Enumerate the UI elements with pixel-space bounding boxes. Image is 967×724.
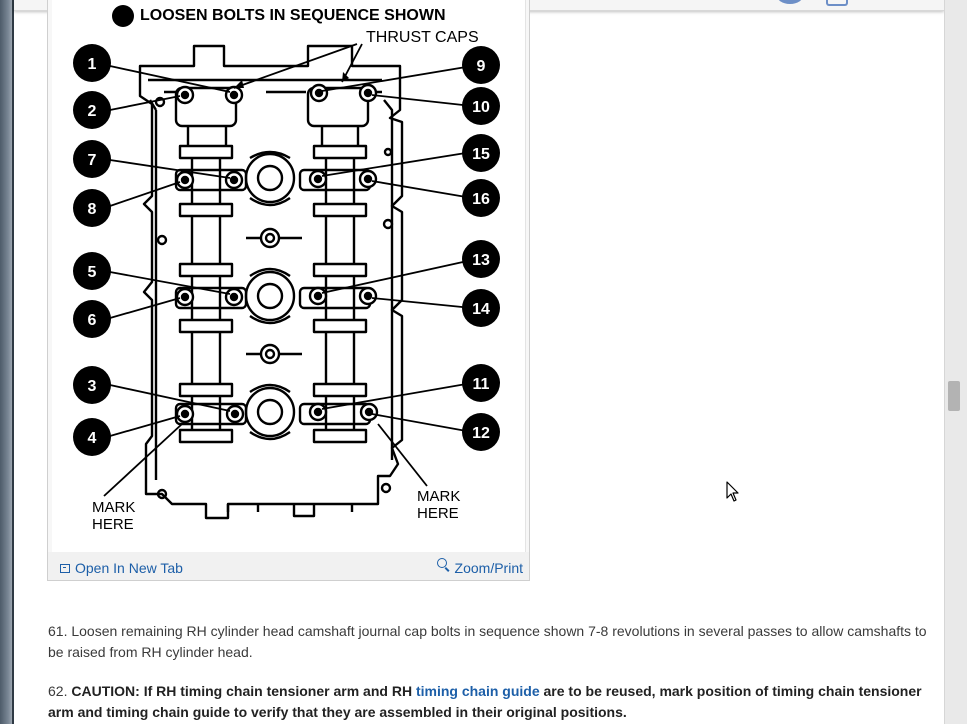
zoom-icon [436, 557, 450, 571]
callout-circle-3 [73, 366, 111, 404]
background-window-strip [0, 0, 14, 724]
mark-here-right-line2: HERE [417, 505, 459, 522]
callout-circle-12 [462, 413, 500, 451]
diagram-title: LOOSEN BOLTS IN SEQUENCE SHOWN [140, 7, 446, 24]
step-61: 61. Loosen remaining RH cylinder head ca… [48, 621, 928, 662]
callout-circle-4 [73, 418, 111, 456]
scrollbar-track[interactable] [944, 0, 967, 724]
callout-number-1: 1 [88, 56, 97, 73]
figure-toolbar: Open In New Tab Zoom/Print [48, 552, 529, 580]
callout-number-8: 8 [88, 201, 97, 218]
scrollbar-thumb[interactable] [948, 381, 960, 411]
callout-number-7: 7 [88, 152, 97, 169]
callout-number-10: 10 [472, 99, 490, 116]
mark-here-right-line1: MARK [417, 488, 460, 505]
callout-number-16: 16 [472, 191, 490, 208]
mouse-pointer-icon [726, 481, 739, 502]
callout-circle-14 [462, 289, 500, 327]
callout-circle-5 [73, 252, 111, 290]
menu-icon[interactable] [826, 0, 848, 6]
step-62-number: 62. [48, 683, 68, 699]
callout-circle-7 [73, 140, 111, 178]
callout-circle-8 [73, 189, 111, 227]
zoom-print-label: Zoom/Print [454, 560, 523, 576]
callout-number-2: 2 [88, 103, 97, 120]
step-61-number: 61. [48, 623, 68, 639]
step-62: 62. CAUTION: If RH timing chain tensione… [48, 681, 928, 722]
callout-circle-6 [73, 300, 111, 338]
callout-number-3: 3 [88, 378, 97, 395]
callout-number-14: 14 [472, 301, 490, 318]
thrust-caps-label: THRUST CAPS [366, 29, 479, 46]
avatar[interactable] [776, 0, 804, 4]
callout-circle-11 [462, 364, 500, 402]
callout-circle-2 [73, 91, 111, 129]
timing-chain-guide-link[interactable]: timing chain guide [415, 683, 540, 699]
step-62-text-b: are to be reused, mark position of timin… [48, 683, 922, 720]
callout-number-12: 12 [472, 425, 490, 442]
mark-here-left-line2: HERE [92, 516, 134, 533]
callout-number-4: 4 [88, 430, 97, 447]
zoom-print-link[interactable]: Zoom/Print [436, 557, 523, 576]
callout-circle-15 [462, 134, 500, 172]
step-61-text: Loosen remaining RH cylinder head camsha… [48, 623, 927, 660]
open-in-new-tab-label: Open In New Tab [75, 560, 183, 576]
step-62-text-a: If RH timing chain tensioner arm and RH [143, 683, 413, 699]
callout-circle-9 [462, 46, 500, 84]
callout-circle-13 [462, 240, 500, 278]
callout-circle-16 [462, 179, 500, 217]
callout-number-11: 11 [473, 376, 490, 393]
window-edge [12, 0, 14, 724]
open-tab-icon [60, 563, 70, 573]
callout-circle-1 [73, 44, 111, 82]
callout-number-6: 6 [88, 312, 97, 329]
callout-number-13: 13 [472, 252, 490, 269]
mark-here-left-line1: MARK [92, 499, 135, 516]
callout-number-9: 9 [477, 58, 486, 75]
callout-circle-10 [462, 87, 500, 125]
caution-label: CAUTION: [71, 683, 140, 699]
callout-number-15: 15 [472, 146, 490, 163]
callout-number-5: 5 [88, 264, 97, 281]
open-in-new-tab-link[interactable]: Open In New Tab [60, 560, 183, 576]
